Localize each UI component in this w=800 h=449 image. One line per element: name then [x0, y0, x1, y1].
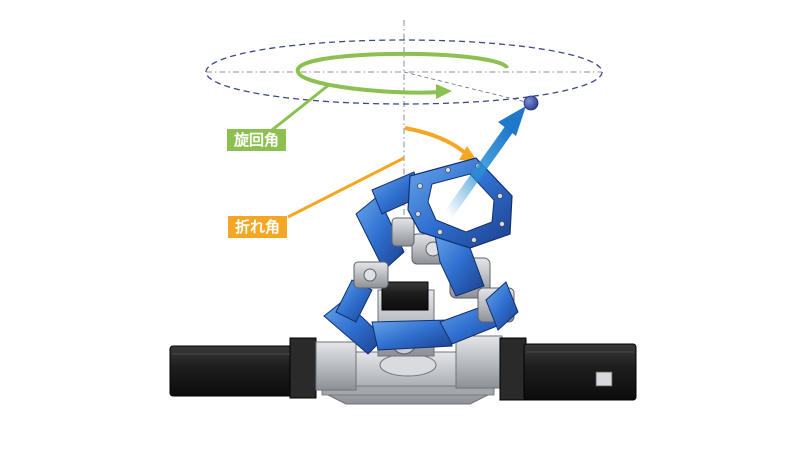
rotation-angle-label: 旋回角: [227, 129, 287, 151]
rotation-arrow: [295, 51, 509, 99]
rotation-arc: [295, 51, 509, 95]
bend-arrow: [404, 126, 477, 161]
direction-shaft: [443, 125, 515, 218]
bend-arc: [404, 126, 466, 154]
left-motor: [169, 337, 357, 399]
mid-link-right-lower: [485, 281, 519, 331]
mid-link-left-upper: [355, 195, 405, 271]
mid-link-left-lower: [335, 279, 373, 323]
right-motor-coupling: [455, 335, 503, 389]
joint-upper-left: [391, 217, 415, 247]
bend-angle-label: 折れ角: [228, 216, 288, 238]
rotation-leader-line: [271, 82, 331, 132]
joint-pin-1: [363, 268, 377, 282]
right-motor-connector: [595, 371, 613, 387]
bend-arrowhead: [459, 146, 477, 161]
back-motor: [381, 281, 429, 311]
direction-arrow: [443, 106, 526, 218]
right-motor-flange: [499, 337, 527, 401]
robot-mechanism: [169, 157, 637, 405]
target-point-icon: [523, 95, 539, 111]
guide-lines: [205, 20, 603, 250]
lower-link-front: [371, 319, 453, 351]
left-motor-flange: [289, 337, 317, 399]
base-center-bore: [379, 353, 437, 377]
left-motor-coupling: [315, 341, 357, 391]
bend-leader-line: [287, 156, 405, 219]
rotation-arrowhead: [436, 84, 452, 99]
right-motor: [455, 335, 637, 401]
projection-line: [403, 71, 531, 104]
direction-arrowhead: [498, 106, 526, 136]
